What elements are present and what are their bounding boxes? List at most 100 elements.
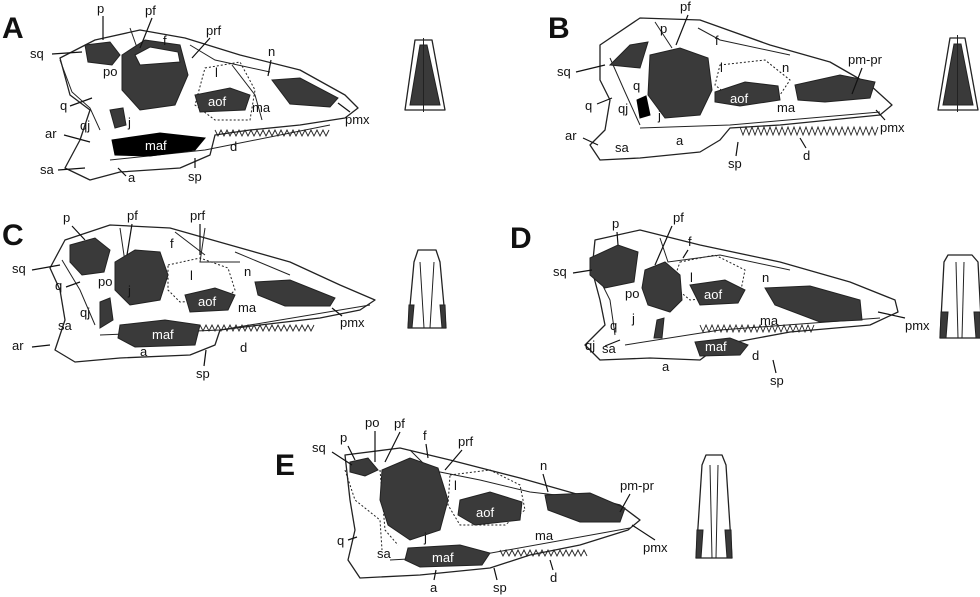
anatomical-labels: sq p po pf f prf n pm-pr l aof pmx q j m… (312, 415, 668, 595)
dorsal-view-icon (939, 254, 980, 339)
label-sa: sa (615, 140, 630, 155)
label-pmx: pmx (880, 120, 905, 135)
label-sp: sp (196, 366, 210, 381)
panel-c: C p pf prf f sq po l n aof q (2, 208, 447, 381)
label-j: j (127, 115, 131, 130)
label-n: n (782, 60, 789, 75)
label-po: po (98, 274, 112, 289)
label-sa: sa (40, 162, 55, 177)
infratemporal-fenestra (99, 297, 114, 329)
label-sa: sa (58, 318, 73, 333)
label-q-lower: q (585, 98, 592, 113)
label-ma: ma (777, 100, 796, 115)
label-f: f (423, 428, 427, 443)
label-f: f (170, 236, 174, 251)
panel-letter: C (2, 219, 24, 252)
label-l: l (690, 270, 693, 285)
label-j: j (631, 311, 635, 326)
label-j: j (423, 530, 427, 545)
external-naris (794, 74, 876, 103)
label-sq: sq (557, 64, 571, 79)
orbit (379, 457, 449, 541)
dorsal-view-icon (404, 38, 446, 112)
label-q: q (55, 278, 62, 293)
skull-outline (59, 27, 359, 181)
label-a: a (140, 344, 148, 359)
label-ar: ar (565, 128, 577, 143)
supratemporal-fenestra (69, 237, 111, 276)
label-pmx: pmx (905, 318, 930, 333)
label-d: d (803, 148, 810, 163)
mandibular-fenestra (117, 319, 201, 348)
dorsal-view-icon (937, 35, 979, 112)
label-prf: prf (190, 208, 206, 223)
label-d: d (550, 570, 557, 585)
label-f: f (163, 33, 167, 48)
label-d: d (230, 139, 237, 154)
label-p: p (340, 430, 347, 445)
supratemporal-fenestra (84, 41, 121, 66)
label-l: l (190, 268, 193, 283)
label-n: n (268, 44, 275, 59)
label-q: q (337, 533, 344, 548)
infratemporal-fenestra (636, 95, 651, 119)
mandibular-fenestra (694, 337, 749, 357)
label-ma: ma (238, 300, 257, 315)
label-pf: pf (394, 416, 405, 431)
label-pmx: pmx (340, 315, 365, 330)
label-aof: aof (704, 287, 722, 302)
label-pmx: pmx (345, 112, 370, 127)
orbit (647, 47, 713, 119)
label-p: p (97, 1, 104, 16)
label-po: po (103, 64, 117, 79)
label-a: a (676, 133, 684, 148)
label-a: a (128, 170, 136, 185)
label-q: q (60, 98, 67, 113)
label-po: po (625, 286, 639, 301)
label-d: d (240, 340, 247, 355)
label-aof: aof (198, 294, 216, 309)
label-ma: ma (760, 313, 779, 328)
orbit (114, 249, 169, 306)
label-prf: prf (458, 434, 474, 449)
label-ar: ar (45, 126, 57, 141)
external-naris (544, 492, 626, 523)
dorsal-view-icon (407, 249, 447, 329)
mandibular-fenestra (404, 544, 491, 568)
mandibular-fenestra (111, 132, 206, 157)
label-pf: pf (145, 3, 156, 18)
label-l: l (720, 60, 723, 75)
label-ma: ma (535, 528, 554, 543)
label-n: n (762, 270, 769, 285)
label-q: q (610, 318, 617, 333)
label-p: p (612, 216, 619, 231)
label-n: n (244, 264, 251, 279)
label-j: j (127, 283, 131, 298)
label-sp: sp (493, 580, 507, 595)
label-pmx: pmx (643, 540, 668, 555)
label-aof: aof (208, 94, 226, 109)
antorbital-fenestra (457, 491, 523, 526)
antorbital-fenestra (714, 81, 781, 107)
label-qj: qj (585, 338, 595, 353)
label-f: f (715, 33, 719, 48)
label-maf: maf (145, 138, 167, 153)
sclerotic-ring (134, 46, 181, 66)
label-po: po (365, 415, 379, 430)
label-pf: pf (680, 0, 691, 14)
anatomical-labels: p pf f prf n sq po l aof ma pmx q qj j a… (30, 1, 370, 185)
panel-a: A p pf f prf n sq po l (2, 1, 446, 185)
label-p: p (63, 210, 70, 225)
label-q: q (633, 78, 640, 93)
supratemporal-fenestra (349, 457, 379, 477)
label-sq: sq (12, 261, 26, 276)
label-p: p (660, 21, 667, 36)
label-aof: aof (730, 91, 748, 106)
label-prf: prf (206, 23, 222, 38)
panel-letter: E (275, 449, 295, 482)
label-maf: maf (432, 550, 454, 565)
external-naris (254, 279, 336, 307)
orbit (641, 261, 683, 313)
infratemporal-fenestra (109, 107, 127, 129)
